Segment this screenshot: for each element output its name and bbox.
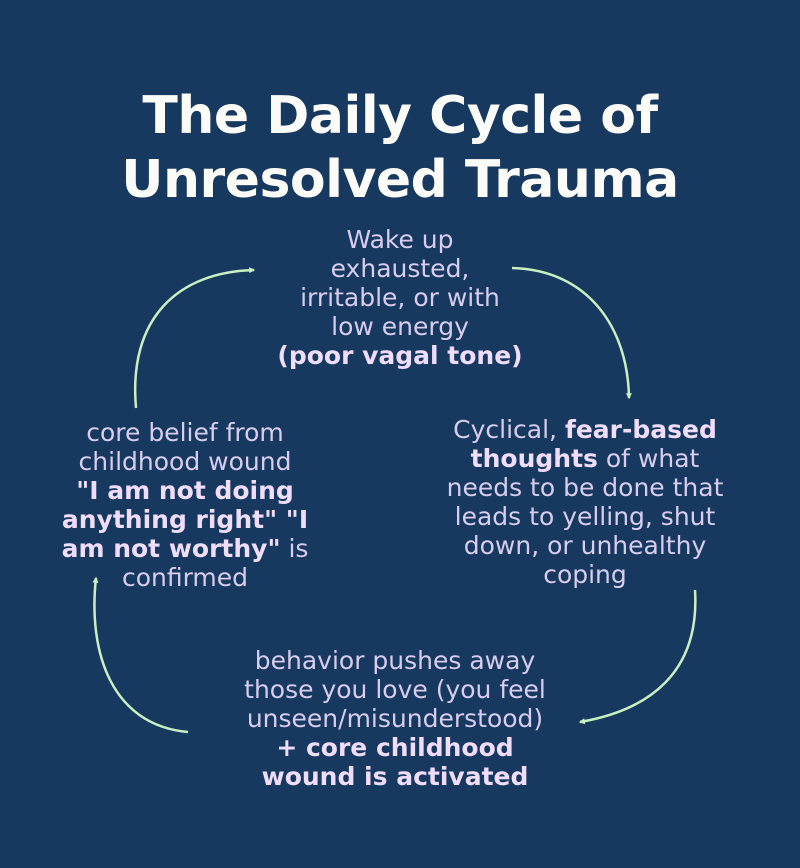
node-text-line-bold: "I am not doing	[76, 476, 294, 505]
text-span: of what	[597, 444, 700, 473]
node-text-line: Cyclical, fear-based	[405, 415, 765, 444]
node-text-line: exhausted,	[330, 254, 470, 283]
arrow-left-to-top	[133, 267, 256, 409]
node-core-belief-confirmed: core belief from childhood wound "I am n…	[25, 418, 345, 592]
node-text-line: am not worthy" is	[25, 534, 345, 563]
text-span-bold: thoughts	[470, 444, 598, 473]
node-text-line: irritable, or with	[300, 283, 500, 312]
title-line-2: Unresolved Trauma	[121, 150, 679, 210]
text-span-bold: am not worthy"	[61, 534, 281, 563]
node-text-line-bold: wound is activated	[261, 762, 529, 791]
node-text-line: thoughts of what	[405, 444, 765, 473]
node-text-line: low energy	[331, 312, 469, 341]
node-text-line: those you love (you feel	[244, 675, 546, 704]
node-text-line-bold: + core childhood	[276, 733, 514, 762]
node-text-line: leads to yelling, shut	[454, 502, 716, 531]
text-span: Cyclical,	[453, 415, 565, 444]
node-text-line: behavior pushes away	[254, 646, 536, 675]
node-text-line: Wake up	[346, 225, 454, 254]
node-behavior-pushes-away: behavior pushes away those you love (you…	[185, 646, 605, 791]
node-text-line: coping	[543, 560, 627, 589]
text-span-bold: fear-based	[564, 415, 717, 444]
node-text-line: confirmed	[121, 563, 249, 592]
title-line-1: The Daily Cycle of	[142, 86, 658, 146]
node-text-line: needs to be done that	[446, 473, 724, 502]
node-wake-up: Wake up exhausted, irritable, or with lo…	[200, 225, 600, 370]
page-title: The Daily Cycle of Unresolved Trauma	[0, 84, 800, 212]
arrow-right-to-bottom	[578, 589, 697, 725]
node-text-line: unseen/misunderstood)	[246, 704, 544, 733]
node-text-line: childhood wound	[78, 447, 292, 476]
node-text-line-bold: anything right" "I	[61, 505, 309, 534]
node-text-line-bold: (poor vagal tone)	[277, 341, 523, 370]
node-fear-based-thoughts: Cyclical, fear-based thoughts of what ne…	[405, 415, 765, 589]
arrow-bottom-to-left	[92, 576, 189, 734]
text-span: is	[280, 534, 309, 563]
node-text-line: down, or unhealthy	[463, 531, 707, 560]
node-text-line: core belief from	[86, 418, 284, 447]
arrow-top-to-right	[511, 266, 632, 400]
